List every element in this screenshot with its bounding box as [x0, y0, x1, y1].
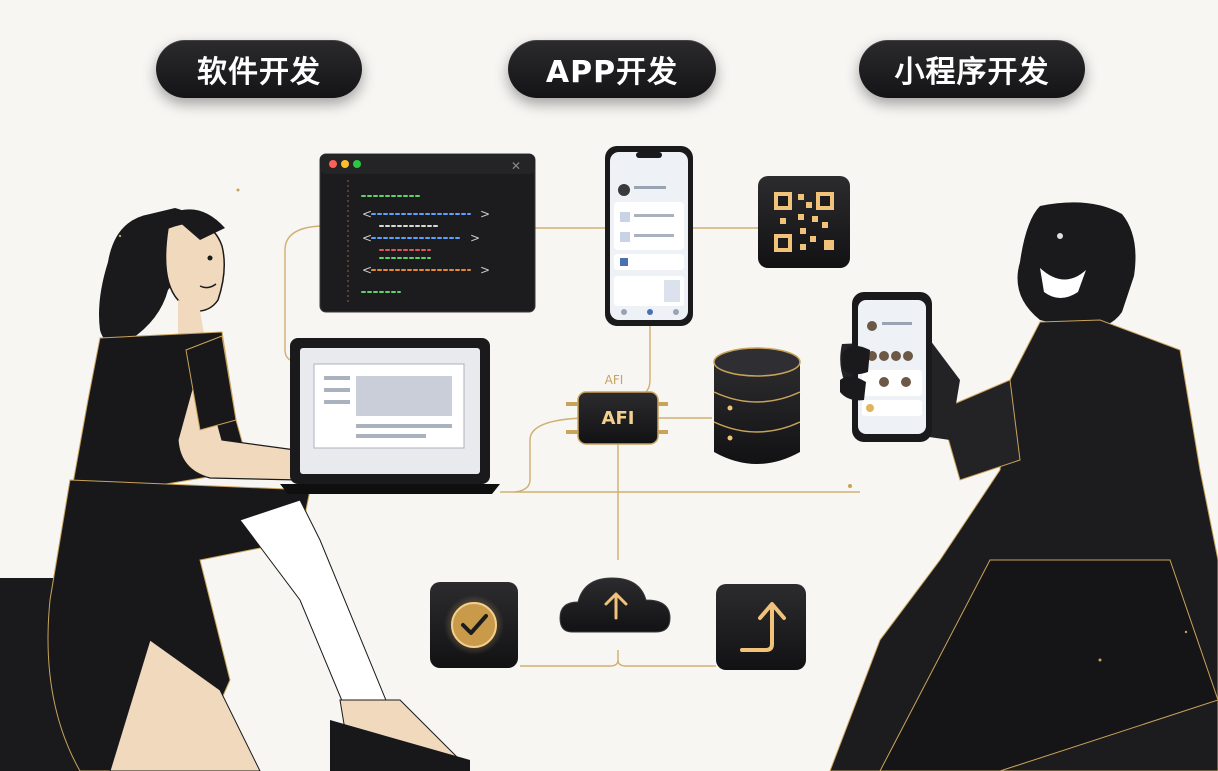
check-icon [461, 614, 488, 635]
api-chip-caption: AFI [605, 373, 624, 387]
close-dot-icon [329, 160, 337, 168]
database-icon [713, 347, 801, 464]
qr-code-icon [758, 176, 850, 268]
sparkles [118, 188, 1188, 662]
woman-figure [0, 208, 470, 771]
check-tile [430, 582, 518, 668]
share-tile [716, 584, 806, 670]
svg-text:<: < [362, 263, 372, 277]
cloud-upload-icon [604, 592, 628, 620]
code-brackets: < > < > < > [362, 207, 490, 277]
svg-text:<: < [362, 231, 372, 245]
cloud-upload-tile [559, 577, 671, 633]
minimize-dot-icon [341, 160, 349, 168]
api-chip-label: AFI [602, 408, 635, 429]
miniprogram-dev-badge: 小程序开发 [859, 40, 1085, 98]
software-dev-badge: 软件开发 [156, 40, 362, 98]
svg-text:<: < [362, 207, 372, 221]
api-chip [566, 391, 668, 445]
center-phone [605, 146, 693, 326]
svg-text:>: > [480, 207, 490, 221]
share-arrow-icon [740, 602, 786, 652]
svg-text:>: > [480, 263, 490, 277]
laptop [280, 338, 500, 494]
maximize-dot-icon [353, 160, 361, 168]
app-dev-badge: APP开发 [508, 40, 716, 98]
window-close-icon: ✕ [511, 159, 521, 173]
code-editor-window: ✕ < > < > < > [319, 153, 536, 313]
man-figure [829, 202, 1218, 771]
code-lines [361, 195, 471, 293]
svg-text:>: > [470, 231, 480, 245]
